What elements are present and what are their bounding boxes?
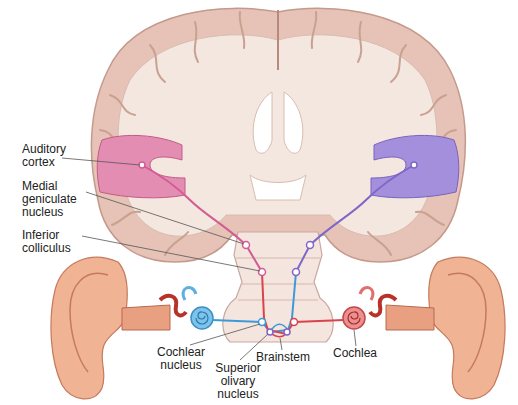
ventricle [284,92,303,153]
cochlear-nucleus [291,319,298,326]
auditory-nerve-right [294,320,344,322]
sulcus [195,22,198,62]
brainstem [223,232,333,342]
leader-line [62,158,140,165]
callout-label: Auditory cortex [22,143,80,169]
brain-section [91,8,465,262]
cochlea-left [191,307,213,329]
inferior-colliculus [259,269,266,276]
brainstem-slice [242,284,314,285]
callout-label: Inferior colliculus [22,229,84,255]
brainstem-slice [238,300,318,301]
sulcus [150,45,165,82]
medial-geniculate-nucleus [307,242,314,249]
pathway-right [262,272,294,334]
thalamocortical-right [296,165,414,272]
outer-ear-right [429,257,505,399]
cochlea-spiral [348,312,360,324]
brainstem-slice [236,258,320,259]
semicircular-canal [183,287,196,300]
ossicles [160,296,186,316]
medial-geniculate-nucleus [243,242,250,249]
sulcus [391,45,406,82]
callout-label: Medial geniculate nucleus [22,180,88,219]
auditory-cortex-right [371,135,459,197]
ossicles [370,296,396,316]
ear-fold [70,273,108,372]
sulcus [112,212,140,225]
cochlea-right [343,307,365,329]
leader-line [86,192,244,244]
cortex-neuron [411,162,417,168]
semicircular-canal [360,287,373,300]
ear-fold [448,273,486,372]
ventricle [253,92,272,153]
sulcus [240,12,245,48]
leader-line [280,338,282,350]
callout-label: Cochlea [333,347,393,360]
leader-line [82,236,260,271]
sulcus [165,232,188,255]
auditory-cortex-left [97,135,185,197]
sulcus [358,22,361,62]
leader-line [354,330,356,346]
auditory-nerve-left [212,320,262,322]
superior-olivary-nucleus [284,329,290,335]
callout-label: Brainstem [256,351,326,364]
callout-label: Cochlear nucleus [150,346,212,372]
sulcus [368,232,391,255]
sulcus [416,212,444,225]
ear-canal [386,305,434,330]
longitudinal-fissure [277,10,279,70]
outer-ear-left [51,257,127,399]
pathway-crossing [268,330,286,337]
sulcus [110,95,135,115]
ventricle [250,175,306,200]
ear-canal [122,305,170,330]
sulcus [312,12,317,48]
thalamocortical-left [142,165,262,272]
sulcus [421,95,446,115]
leader-line [190,324,260,345]
callout-label: Superior olivary nucleus [207,362,269,401]
inferior-colliculus [293,269,300,276]
cochlea-spiral [196,312,208,324]
